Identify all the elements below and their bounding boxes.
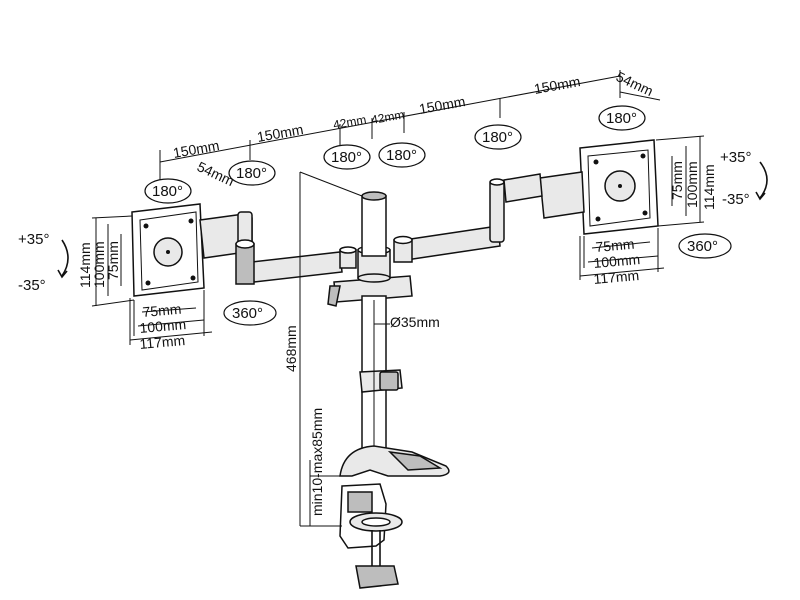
tilt-arc-right [755,161,768,201]
left-vesa-plate [131,203,247,297]
dim-150-left-a: 150mm [172,137,221,161]
dim-150-right-b: 150mm [533,73,582,97]
right-75-label: 75mm [669,161,685,200]
tilt-minus-label-right: -35° [722,191,750,208]
rotation-180-label: 180° [152,183,183,200]
left-117h-label: 117mm [139,332,186,352]
desk-clamp [339,483,403,589]
right-plate-dimension-lines [579,135,705,280]
tilt-plus-label-left: +35° [18,231,49,248]
rotation-indicators [144,105,732,326]
left-100-label: 100mm [91,241,107,288]
left-100h-label: 100mm [139,316,187,336]
rotation-180-label: 180° [482,129,513,146]
dim-42-b: 42mm [370,107,405,127]
height-468-label: 468mm [283,325,299,372]
left-plate-dimension-lines [91,215,213,345]
base [339,445,450,477]
dim-150-left-b: 150mm [256,121,305,145]
left-arm [235,211,357,285]
right-117h-label: 117mm [593,267,640,287]
pole [359,191,403,453]
rotation-180-label: 180° [606,110,637,127]
height-dimension-lines [299,171,363,527]
rotation-180-label: 180° [331,149,362,166]
left-114-label: 114mm [77,242,93,288]
tilt-arc-left [57,239,69,279]
right-75h-label: 75mm [595,236,635,255]
right-100-label: 100mm [684,161,700,208]
rotation-180-label: 180° [386,147,417,164]
left-75-label: 75mm [105,241,121,280]
rotation-360-label-left: 360° [232,305,263,322]
right-100h-label: 100mm [593,251,641,271]
rotation-180-label: 180° [236,165,267,182]
right-arm [393,173,543,263]
clamp-range-label: min10-max85mm [309,408,325,516]
right-vesa-plate [539,139,659,235]
top-dimension-lines [159,70,661,200]
tilt-minus-label-left: -35° [18,277,46,294]
rotation-360-label-right: 360° [687,238,718,255]
dim-42-a: 42mm [332,112,367,132]
pole-diameter-label: Ø35mm [390,314,440,330]
dim-150-right-a: 150mm [418,93,467,117]
tilt-plus-label-right: +35° [720,149,751,166]
right-114-label: 114mm [701,164,717,210]
left-75h-label: 75mm [142,301,182,320]
